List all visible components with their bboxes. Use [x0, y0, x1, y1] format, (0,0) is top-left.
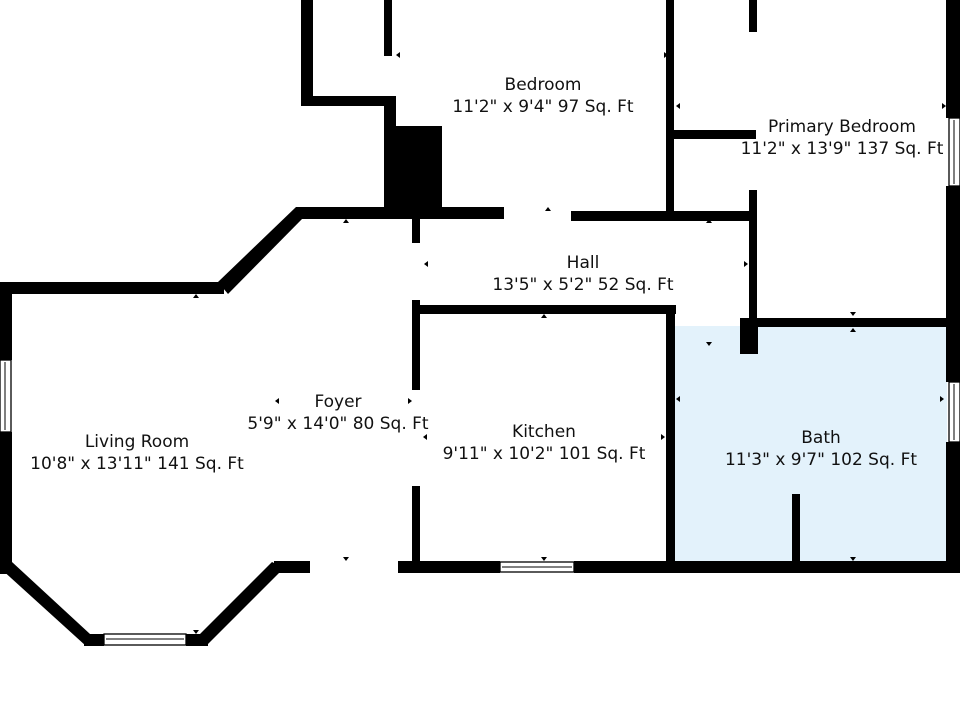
bath-highlight	[673, 326, 947, 562]
kitchen-name: Kitchen	[512, 422, 576, 442]
tick	[545, 207, 551, 211]
tick	[396, 52, 400, 58]
windows	[0, 117, 960, 646]
tick	[661, 434, 665, 440]
wall	[412, 300, 420, 390]
wall	[84, 634, 104, 646]
tick	[706, 219, 712, 223]
wall	[301, 96, 389, 106]
wall	[412, 486, 420, 572]
wall	[274, 561, 310, 573]
wall	[674, 130, 756, 139]
wall	[301, 0, 313, 104]
tick	[850, 328, 856, 332]
wall	[666, 305, 675, 572]
tick	[706, 342, 712, 346]
tick	[850, 312, 856, 316]
wall	[412, 219, 420, 243]
wall	[218, 207, 304, 294]
foyer-dims: 5'9" x 14'0" 80 Sq. Ft	[247, 414, 429, 434]
wall	[412, 305, 676, 314]
window	[0, 359, 12, 433]
living-room-dims: 10'8" x 13'11" 141 Sq. Ft	[30, 454, 244, 474]
tick	[541, 557, 547, 561]
tick	[275, 398, 279, 404]
foyer-name: Foyer	[314, 392, 361, 412]
wall	[296, 207, 504, 219]
window	[948, 117, 960, 187]
tick	[942, 103, 946, 109]
wall	[200, 562, 284, 646]
wall	[740, 318, 960, 327]
living-room-name: Living Room	[85, 432, 189, 452]
tick	[541, 314, 547, 318]
window	[499, 561, 575, 573]
wall	[384, 96, 396, 210]
wall	[398, 561, 500, 573]
window	[103, 633, 187, 646]
wall	[749, 0, 757, 32]
wall	[0, 432, 12, 574]
bath-dims: 11'3" x 9'7" 102 Sq. Ft	[725, 450, 917, 470]
kitchen-dims: 9'11" x 10'2" 101 Sq. Ft	[443, 444, 646, 464]
tick	[424, 261, 428, 267]
wall	[571, 211, 757, 221]
wall	[666, 0, 674, 212]
bedroom-dims: 11'2" x 9'4" 97 Sq. Ft	[452, 97, 634, 117]
wall	[0, 562, 90, 646]
wall	[946, 0, 960, 118]
wall	[946, 442, 960, 572]
primary-bedroom-dims: 11'2" x 13'9" 137 Sq. Ft	[741, 139, 944, 159]
walls	[0, 0, 960, 646]
wall	[792, 494, 800, 566]
hall-dims: 13'5" x 5'2" 52 Sq. Ft	[492, 275, 674, 295]
tick	[744, 261, 748, 267]
wall	[384, 0, 392, 56]
hall-name: Hall	[567, 253, 600, 273]
tick	[940, 396, 944, 402]
tick	[343, 557, 349, 561]
wall	[0, 282, 12, 360]
wall	[0, 282, 224, 294]
tick	[343, 219, 349, 223]
tick	[850, 557, 856, 561]
tick	[423, 434, 427, 440]
wall	[749, 190, 757, 320]
wall	[740, 318, 758, 354]
tick	[193, 630, 199, 634]
bath-name: Bath	[801, 428, 841, 448]
dimension-ticks	[193, 52, 946, 634]
wall	[946, 186, 960, 382]
primary-bedroom-name: Primary Bedroom	[768, 117, 916, 137]
tick	[664, 52, 668, 58]
tick	[408, 398, 412, 404]
wall	[574, 561, 960, 573]
room-labels: Bedroom 11'2" x 9'4" 97 Sq. Ft Primary B…	[30, 75, 944, 474]
window	[948, 381, 960, 443]
tick	[193, 294, 199, 298]
wall	[396, 126, 442, 210]
tick	[676, 103, 680, 109]
tick	[676, 396, 680, 402]
bedroom-name: Bedroom	[505, 75, 582, 95]
